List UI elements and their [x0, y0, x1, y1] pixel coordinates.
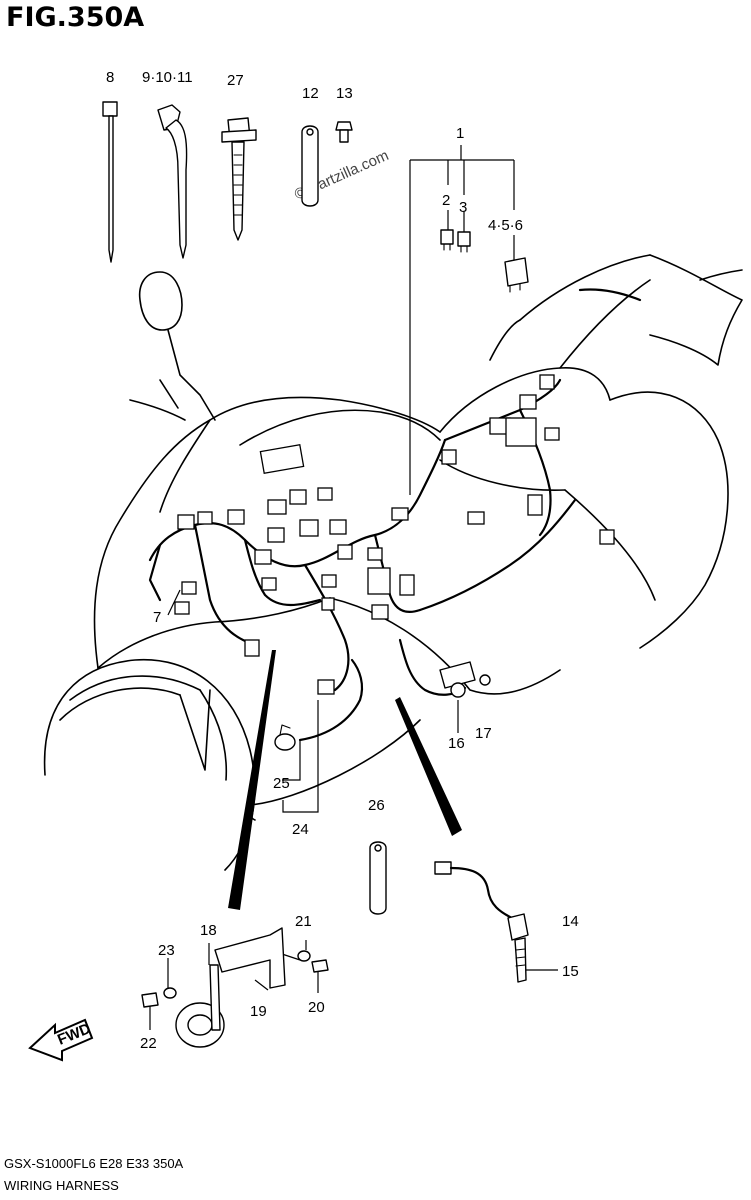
callout-13: 13: [336, 85, 353, 102]
callout-14: 14: [562, 913, 579, 930]
callout-2: 2: [442, 192, 450, 209]
section-name: WIRING HARNESS: [4, 1178, 119, 1193]
callout-labels: 1 2 3 4·5·6 7 8 9·10·11 12 13 14 15 16 1…: [106, 69, 579, 1052]
callout-20: 20: [308, 999, 325, 1016]
callout-19: 19: [250, 1003, 267, 1020]
part-18-horn: [175, 964, 225, 1048]
main-harness: [148, 288, 642, 742]
part-20-bolt: [311, 959, 329, 973]
part-23-washer: [163, 987, 177, 999]
callout-leaders: [149, 145, 558, 1030]
callout-3: 3: [459, 199, 467, 216]
part-22-bolt: [141, 992, 159, 1008]
part-8-cable-tie: [102, 101, 118, 263]
part-16-17-bracket: [439, 661, 491, 698]
part-27-clip-tie: [221, 117, 257, 241]
callout-18: 18: [200, 922, 217, 939]
motorcycle-outline: [43, 254, 743, 871]
part-21-washer: [297, 950, 311, 962]
callout-9-10-11: 9·10·11: [142, 69, 193, 86]
part-15-sensor: [514, 937, 527, 983]
callout-23: 23: [158, 942, 175, 959]
callout-1: 1: [456, 125, 464, 142]
figure-title: FIG.350A: [6, 2, 145, 33]
part-4-5-6-relay: [504, 257, 529, 293]
callout-27: 27: [227, 72, 244, 89]
part-25-grommet: [274, 724, 296, 751]
callout-4-5-6: 4·5·6: [488, 217, 523, 234]
callout-26: 26: [368, 797, 385, 814]
part-26-band: [369, 841, 387, 915]
callout-8: 8: [106, 69, 114, 86]
fwd-direction-arrow: FWD: [28, 1018, 93, 1062]
callout-17: 17: [475, 725, 492, 742]
callout-25: 25: [273, 775, 290, 792]
model-code: GSX-S1000FL6 E28 E33 350A: [4, 1156, 184, 1171]
callout-16: 16: [448, 735, 465, 752]
pointer-wedges: [228, 650, 462, 910]
part-12-band: [301, 125, 319, 207]
callout-21: 21: [295, 913, 312, 930]
callout-22: 22: [140, 1035, 157, 1052]
callout-12: 12: [302, 85, 319, 102]
part-13-bolt: [335, 121, 353, 143]
callout-24: 24: [292, 821, 309, 838]
callout-15: 15: [562, 963, 579, 980]
part-9-10-11-clamp: [157, 104, 188, 259]
part-14-switch: [434, 861, 529, 941]
callout-7: 7: [153, 609, 161, 626]
part-2-fuse: [440, 229, 454, 251]
part-3-fuse: [457, 231, 471, 253]
part-19-bracket: [214, 927, 286, 989]
